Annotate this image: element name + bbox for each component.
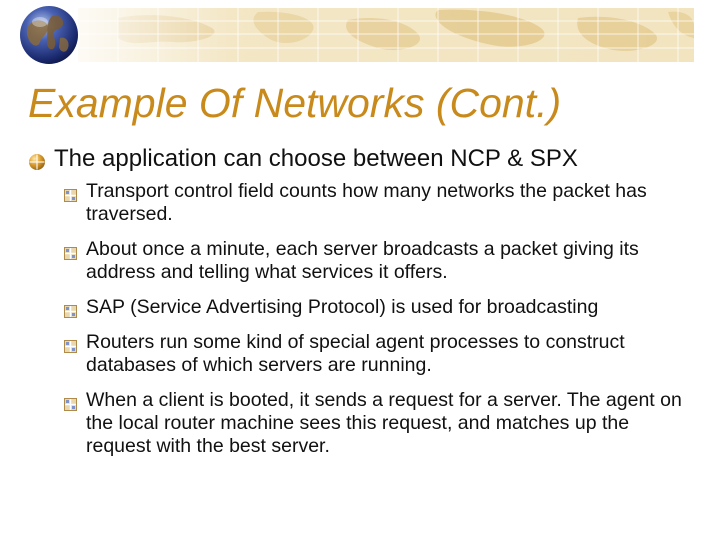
slide-content: The application can choose between NCP &… [28,144,718,470]
list-item: When a client is booted, it sends a requ… [64,389,686,458]
sphere-bullet-icon [28,149,46,170]
slide-title: Example Of Networks (Cont.) [28,80,562,126]
sub-bullet-list: Transport control field counts how many … [28,180,718,458]
list-item: Transport control field counts how many … [64,180,686,226]
square-grid-bullet-icon [64,301,77,318]
main-bullet-text: The application can choose between NCP &… [54,145,578,172]
main-bullet-point: The application can choose between NCP &… [28,144,718,174]
square-grid-bullet-icon [64,243,77,260]
banner-map-graphic [78,8,694,62]
square-grid-bullet-icon [64,336,77,353]
header-banner [78,8,694,62]
list-item: Routers run some kind of special agent p… [64,331,686,377]
list-item-text: When a client is booted, it sends a requ… [86,389,682,457]
globe-icon [16,2,82,68]
list-item-text: Routers run some kind of special agent p… [86,331,625,376]
list-item: SAP (Service Advertising Protocol) is us… [64,296,686,319]
list-item-text: Transport control field counts how many … [86,180,647,225]
square-grid-bullet-icon [64,394,77,411]
list-item: About once a minute, each server broadca… [64,238,686,284]
square-grid-bullet-icon [64,185,77,202]
list-item-text: SAP (Service Advertising Protocol) is us… [86,296,599,318]
list-item-text: About once a minute, each server broadca… [86,238,639,283]
